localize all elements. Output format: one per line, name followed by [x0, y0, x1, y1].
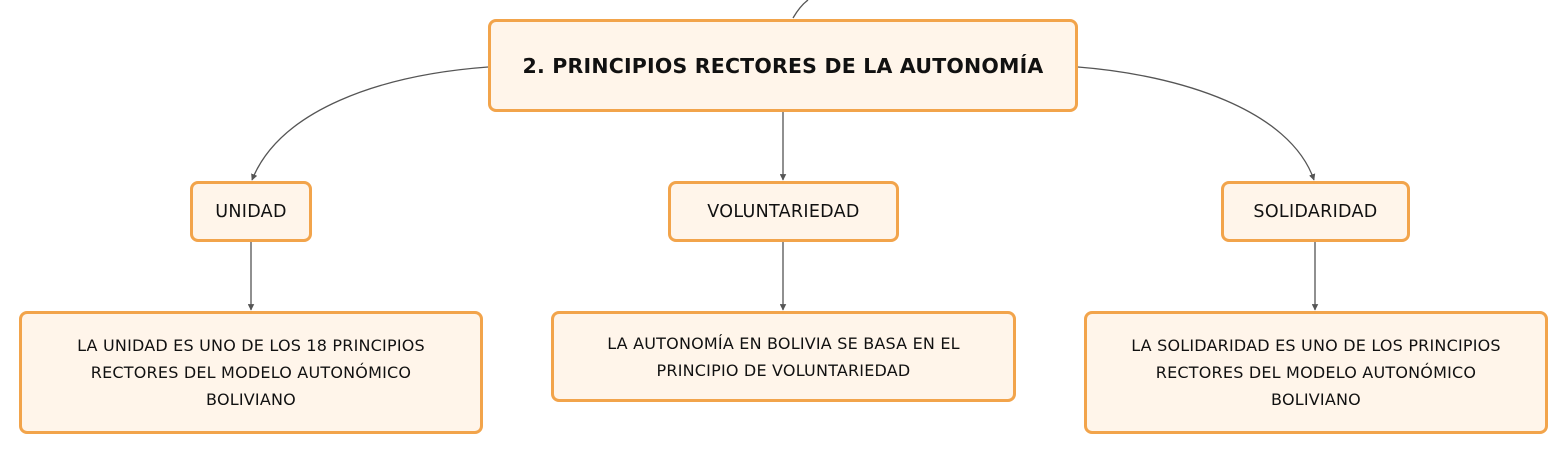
leaf-node-description: LA SOLIDARIDAD ES UNO DE LOS PRINCIPIOS … [1131, 336, 1501, 409]
leaf-node-description: LA AUTONOMÍA EN BOLIVIA SE BASA EN EL PR… [607, 333, 960, 380]
leaf-node-solidaridad[interactable]: LA SOLIDARIDAD ES UNO DE LOS PRINCIPIOS … [1084, 311, 1548, 434]
branch-node-label: UNIDAD [215, 201, 287, 222]
branch-node-unidad[interactable]: UNIDAD [190, 181, 312, 242]
branch-node-solidaridad[interactable]: SOLIDARIDAD [1221, 181, 1410, 242]
connector-root-to-unidad [251, 66, 489, 181]
leaf-node-voluntariedad[interactable]: LA AUTONOMÍA EN BOLIVIA SE BASA EN EL PR… [551, 311, 1016, 402]
incoming-connector [792, 0, 809, 19]
branch-node-label: VOLUNTARIEDAD [707, 201, 860, 222]
root-node[interactable]: 2. PRINCIPIOS RECTORES DE LA AUTONOMÍA [488, 19, 1078, 112]
connector-root-to-solidaridad [1077, 66, 1316, 181]
leaf-node-unidad[interactable]: LA UNIDAD ES UNO DE LOS 18 PRINCIPIOS RE… [19, 311, 483, 434]
branch-node-voluntariedad[interactable]: VOLUNTARIEDAD [668, 181, 899, 242]
leaf-node-description: LA UNIDAD ES UNO DE LOS 18 PRINCIPIOS RE… [77, 336, 425, 409]
branch-node-label: SOLIDARIDAD [1253, 201, 1378, 222]
root-node-title: 2. PRINCIPIOS RECTORES DE LA AUTONOMÍA [522, 53, 1044, 78]
